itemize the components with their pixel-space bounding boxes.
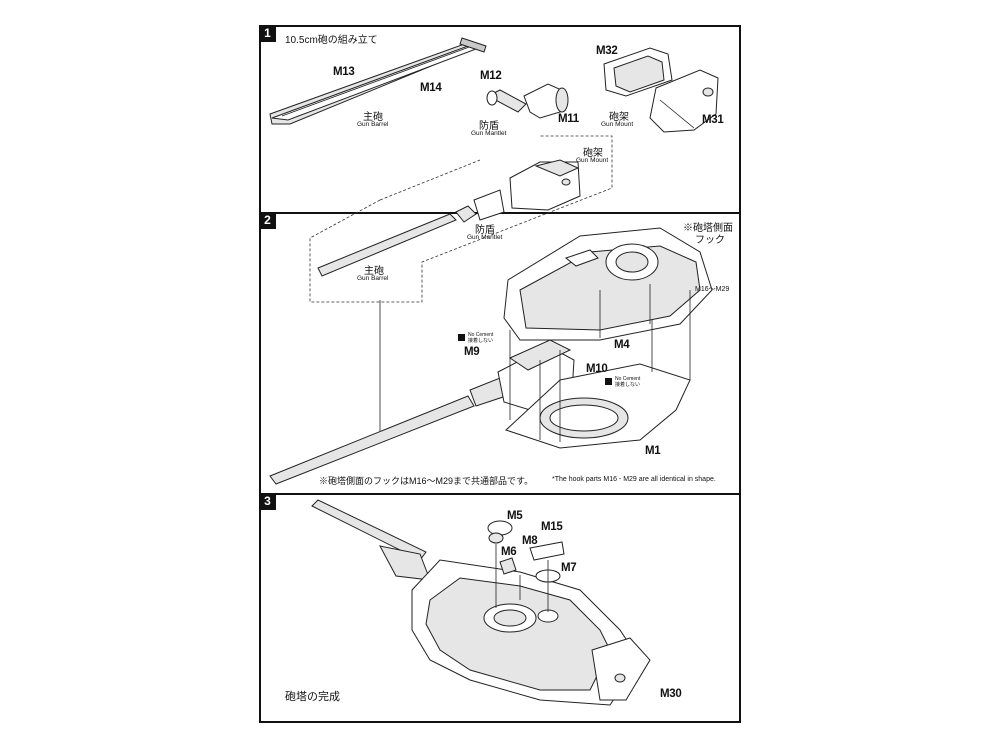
part-label-m6: M6: [501, 546, 517, 558]
gun-mantlet-drawing: [486, 83, 569, 119]
part-label-m30: M30: [660, 688, 682, 700]
subassembly-dashed-box: [309, 135, 613, 303]
gun-barrel-drawing: [269, 37, 487, 125]
part-label-m1: M1: [645, 445, 661, 457]
part-label-m4: M4: [614, 339, 630, 351]
part-label-m9: M9: [464, 346, 480, 358]
part-label-m10: M10: [586, 363, 608, 375]
hook-note-jp: ※砲塔側面のフックはM16～M29まで共通部品です。: [319, 476, 534, 486]
gun-mount-drawing: [603, 47, 719, 133]
assembled-barrel-jp-label: 主砲: [364, 266, 384, 277]
gun-mantlet-jp-label: 防盾: [479, 121, 499, 132]
part-label-m13: M13: [333, 66, 355, 78]
part-label-m8: M8: [522, 535, 538, 547]
part-label-m14: M14: [420, 82, 442, 94]
assembled-barrel-en-label: Gun Barrel: [357, 275, 389, 282]
step-1-title: 10.5cm砲の組み立て: [285, 35, 378, 46]
gun-mount-jp-label: 砲架: [609, 112, 629, 123]
finished-barrel-drawing: [311, 499, 431, 581]
step-2-number: 2: [259, 212, 276, 229]
part-label-m7: M7: [561, 562, 577, 574]
turret-base-drawing: [505, 363, 691, 449]
hook-title-label: ※砲塔側面: [683, 223, 733, 234]
part-label-m11: M11: [558, 113, 579, 125]
assembled-mantlet-jp-label: 防盾: [475, 225, 495, 236]
gun-mount-en-label: Gun Mount: [601, 121, 634, 128]
hook-note-en: *The hook parts M16 - M29 are all identi…: [552, 476, 716, 483]
part-label-m5: M5: [507, 510, 523, 522]
small-parts-step3: [487, 520, 565, 583]
part-label-m15: M15: [541, 521, 563, 533]
no-cement-en-m9: No Cement: [468, 332, 494, 338]
turret-top-drawing: [503, 227, 713, 341]
part-label-m32: M32: [596, 45, 618, 57]
step-1-number: 1: [259, 25, 276, 42]
no-cement-marker-m9: [458, 334, 465, 341]
gun-barrel-en-label: Gun Barrel: [357, 121, 389, 128]
assembled-mount-en-label: Gun Mount: [576, 157, 609, 164]
hook-parts-label: M16～M29: [695, 286, 730, 293]
gun-barrel-jp-label: 主砲: [363, 112, 383, 123]
step-3-number: 3: [259, 493, 276, 510]
no-cement-jp-m10: 接着しない: [615, 382, 641, 388]
hook-sub-label: フック: [695, 235, 725, 246]
assembled-mount-jp-label: 砲架: [583, 148, 603, 159]
part-label-m12: M12: [480, 70, 502, 82]
guide-lines-step3: [495, 544, 549, 612]
no-cement-en-m10: No Cement: [615, 376, 641, 382]
gun-mantlet-en-label: Gun Mantlet: [471, 130, 507, 137]
assembled-gun-drawing: [317, 159, 581, 277]
assembled-mantlet-en-label: Gun Mantlet: [467, 234, 503, 241]
finished-turret-drawing: [411, 559, 651, 706]
turret-complete-caption: 砲塔の完成: [285, 691, 340, 703]
guide-lines-step2: [509, 290, 691, 442]
part-label-m31: M31: [702, 114, 724, 126]
no-cement-jp-m9: 接着しない: [468, 338, 494, 344]
no-cement-marker-m10: [605, 378, 612, 385]
